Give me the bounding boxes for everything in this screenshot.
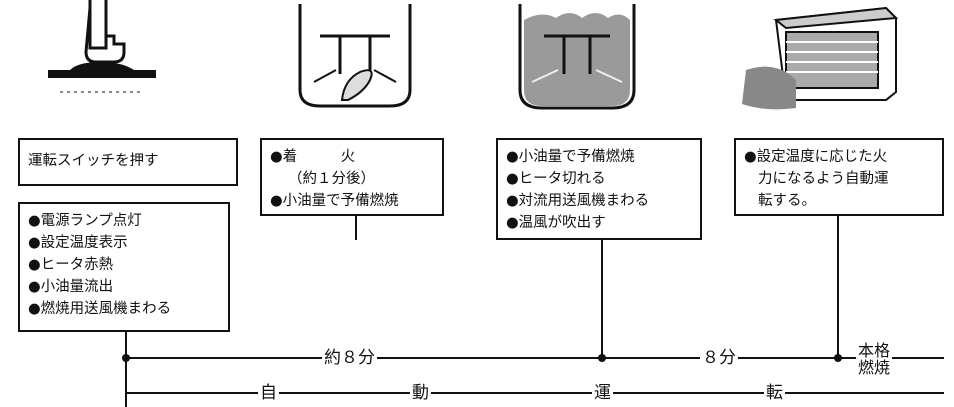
step-startup-box: ●電源ランプ点灯 ●設定温度表示 ●ヒータ赤熱 ●小油量流出 ●燃焼用送風機まわ… (18, 202, 230, 332)
preburn-item: ●ヒータ切れる (506, 171, 606, 187)
step-ignition-box: ●着 火 （約１分後） ●小油量で予備燃焼 (260, 138, 444, 216)
interval-2-label: ８分 (700, 348, 738, 368)
auto-operation-char: 運 (592, 383, 613, 403)
final-stage-line2: 燃焼 (858, 358, 891, 377)
final-stage-label: 本格 燃焼 (856, 341, 893, 377)
startup-item: ●電源ランプ点灯 (28, 213, 142, 229)
step-auto-box: ●設定温度に応じた火 力になるよう自動運 転する。 (734, 138, 944, 216)
burner-pot-full-flame-icon (518, 4, 636, 110)
heater-warm-air-icon (742, 6, 899, 110)
burner-pot-ignition-icon (298, 4, 412, 108)
preburn-item: ●温風が吹出す (506, 215, 606, 231)
startup-item: ●小油量流出 (28, 279, 114, 295)
ignition-item: （約１分後） (288, 171, 375, 187)
ignition-item: ●小油量で予備燃焼 (270, 193, 399, 209)
auto-operation-char: 転 (764, 383, 785, 403)
step-switch-box: 運転スイッチを押す (18, 138, 238, 186)
auto-operation-char: 動 (410, 383, 431, 403)
preburn-item: ●対流用送風機まわる (506, 193, 650, 209)
final-stage-line1: 本格 (858, 341, 891, 360)
auto-item: 力になるよう自動運 (758, 171, 889, 187)
preburn-item: ●小油量で予備燃焼 (506, 149, 635, 165)
auto-operation-char: 自 (258, 383, 279, 403)
step-preburn-box: ●小油量で予備燃焼 ●ヒータ切れる ●対流用送風機まわる ●温風が吹出す (496, 138, 702, 240)
auto-item: 転する。 (758, 193, 816, 209)
startup-item: ●燃焼用送風機まわる (28, 301, 172, 317)
ignition-item: ●着 火 (270, 149, 356, 165)
startup-item: ●設定温度表示 (28, 235, 128, 251)
interval-1-label: 約８分 (322, 348, 377, 368)
step-switch-label: 運転スイッチを押す (28, 153, 159, 169)
auto-item: ●設定温度に応じた火 (744, 149, 888, 165)
finger-press-switch-icon (48, 0, 156, 93)
startup-item: ●ヒータ赤熱 (28, 257, 114, 273)
